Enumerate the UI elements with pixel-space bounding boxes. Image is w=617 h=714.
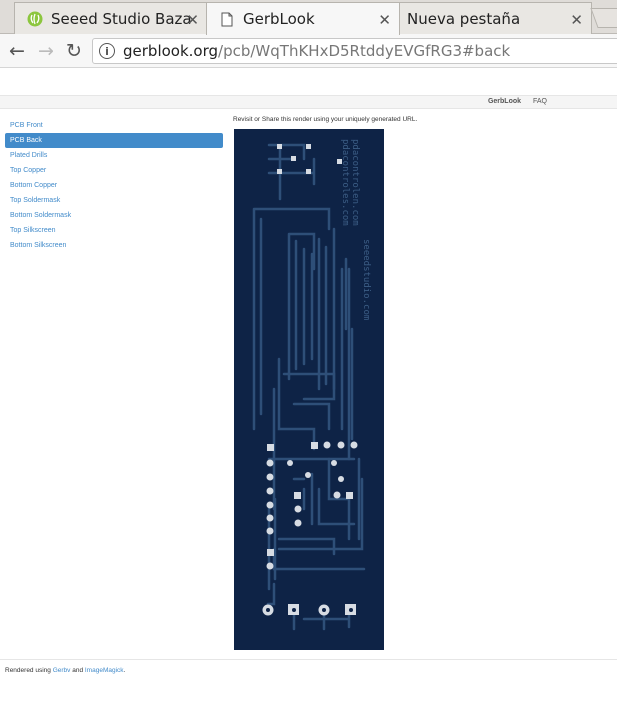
- tab-label: Nueva pestaña: [407, 9, 521, 28]
- faq-link[interactable]: FAQ: [532, 98, 547, 105]
- back-button[interactable]: ←: [9, 40, 25, 62]
- gerbv-link[interactable]: Gerbv: [52, 667, 71, 674]
- sidebar-item-bottom-soldermask[interactable]: Bottom Soldermask: [10, 212, 72, 219]
- url-path: /pcb/WqThKHxD5RtddyEVGfRG3#back: [218, 42, 511, 60]
- tab-seeed-studio[interactable]: Seeed Studio Bazaa ✕: [14, 2, 208, 34]
- new-tab-button[interactable]: [590, 8, 617, 28]
- sidebar-item-top-soldermask[interactable]: Top Soldermask: [10, 197, 61, 204]
- url-host: gerblook.org: [123, 42, 219, 60]
- close-tab-icon[interactable]: ✕: [570, 11, 583, 29]
- seeed-leaf-icon: [27, 11, 43, 27]
- footer-divider: [0, 659, 617, 660]
- page-footer: Rendered using Gerbv and ImageMagick.: [5, 667, 126, 674]
- page-icon: [219, 11, 235, 27]
- browser-toolbar: ← → ↻ i gerblook.org/pcb/WqThKHxD5RtddyE…: [0, 34, 617, 68]
- tab-label: GerbLook: [243, 10, 315, 28]
- tab-nueva-pestana[interactable]: Nueva pestaña ✕: [398, 2, 592, 34]
- site-brand-link[interactable]: GerbLook: [487, 98, 522, 105]
- sidebar-item-bottom-copper[interactable]: Bottom Copper: [10, 182, 58, 189]
- pcb-render-image: pdacontrolen.com pdacontroles.com seeeds…: [234, 129, 384, 650]
- silkscreen-text: pdacontrolen.com: [350, 139, 360, 226]
- site-info-icon[interactable]: i: [99, 43, 115, 59]
- imagemagick-link[interactable]: ImageMagick: [84, 667, 124, 674]
- sidebar-item-pcb-front[interactable]: PCB Front: [10, 122, 43, 129]
- site-navbar: GerbLook FAQ: [0, 95, 617, 109]
- sidebar-item-bottom-silkscreen[interactable]: Bottom Silkscreen: [10, 242, 67, 249]
- silkscreen-text: pdacontroles.com: [340, 139, 350, 226]
- silkscreen-text: seeedstudio.com: [361, 239, 371, 320]
- close-tab-icon[interactable]: ✕: [186, 11, 199, 29]
- share-instructions: Revisit or Share this render using your …: [233, 116, 418, 123]
- forward-button[interactable]: →: [38, 40, 54, 62]
- layer-sidebar: PCB Front PCB Back Plated Drills Top Cop…: [5, 118, 223, 253]
- sidebar-item-top-silkscreen[interactable]: Top Silkscreen: [10, 227, 56, 234]
- browser-tab-bar: Seeed Studio Bazaa ✕ GerbLook ✕ Nueva pe…: [0, 0, 617, 35]
- reload-button[interactable]: ↻: [66, 40, 82, 62]
- sidebar-item-top-copper[interactable]: Top Copper: [10, 167, 47, 174]
- close-tab-icon[interactable]: ✕: [378, 11, 391, 29]
- sidebar-item-plated-drills[interactable]: Plated Drills: [10, 152, 48, 159]
- tab-label: Seeed Studio Bazaa: [51, 9, 191, 28]
- tab-gerblook[interactable]: GerbLook ✕: [206, 2, 400, 35]
- sidebar-item-pcb-back[interactable]: PCB Back: [5, 133, 223, 148]
- address-bar[interactable]: i gerblook.org/pcb/WqThKHxD5RtddyEVGfRG3…: [92, 38, 617, 64]
